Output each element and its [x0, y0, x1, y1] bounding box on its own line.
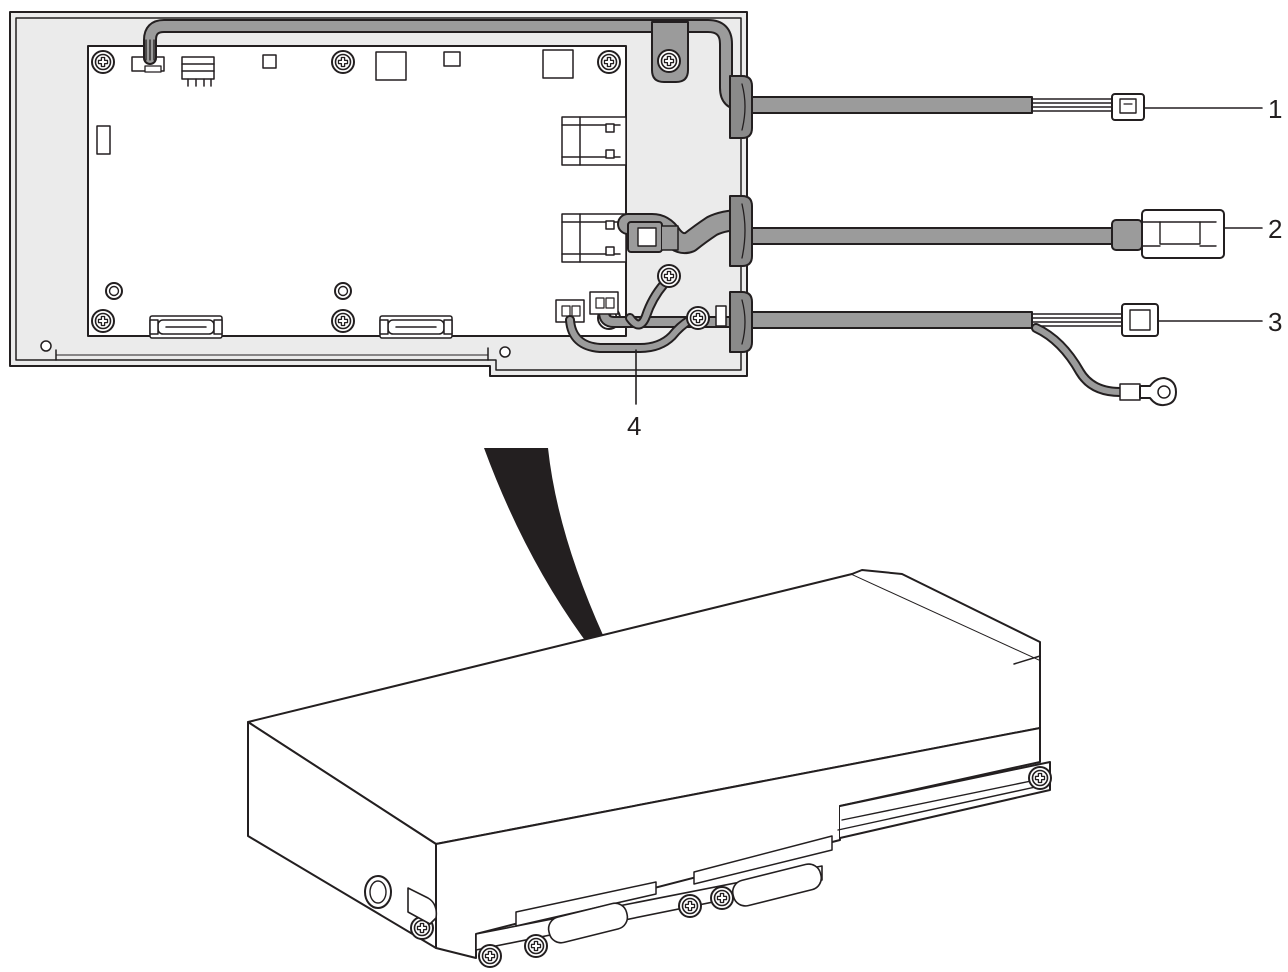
- network-jack-lower: [561, 213, 627, 263]
- mount-hole: [334, 282, 352, 300]
- callouts: 1 2 3 4: [627, 94, 1282, 441]
- phillips-screw-icon: [331, 309, 355, 333]
- ring-terminal-icon: [1139, 377, 1177, 407]
- mount-hole: [105, 282, 123, 300]
- callout-2: 2: [1268, 214, 1282, 244]
- phillips-screw-icon: [524, 934, 548, 958]
- detail-view-panel: [9, 11, 1225, 407]
- phillips-screw-icon: [91, 309, 115, 333]
- phillips-screw-icon: [710, 886, 734, 910]
- phillips-screw-icon: [686, 306, 710, 330]
- cable-3-harness: [589, 264, 1177, 407]
- phillips-screw-icon: [1028, 766, 1052, 790]
- phillips-screw-icon: [331, 50, 355, 74]
- callout-4: 4: [627, 411, 641, 441]
- phillips-screw-icon: [91, 50, 115, 74]
- board-connector-right: [379, 315, 453, 339]
- phillips-screw-icon: [657, 49, 681, 73]
- phillips-screw-icon: [678, 894, 702, 918]
- phillips-screw-icon: [597, 50, 621, 74]
- phillips-screw-icon: [478, 944, 502, 968]
- cable-grommets: [729, 75, 753, 353]
- circuit-board: [87, 45, 627, 337]
- callout-3: 3: [1268, 307, 1282, 337]
- phillips-screw-icon: [657, 264, 681, 288]
- network-jack-upper: [561, 116, 627, 166]
- isometric-unit: [247, 569, 1052, 968]
- cable-2-harness: [617, 209, 1225, 259]
- header-pins: [181, 56, 215, 87]
- callout-1: 1: [1268, 94, 1282, 124]
- board-connector-left: [149, 315, 223, 339]
- cable-4-ground-lead: [555, 299, 710, 353]
